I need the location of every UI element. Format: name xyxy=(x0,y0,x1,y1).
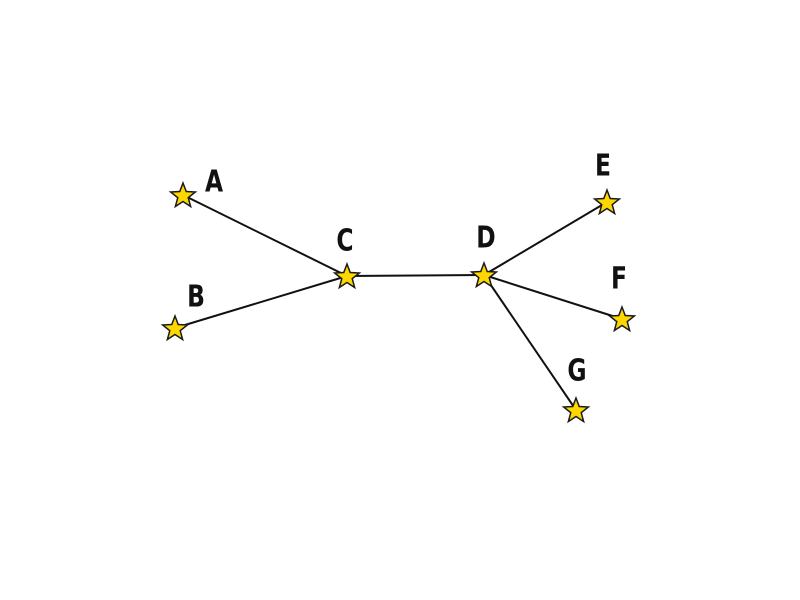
node-d: D xyxy=(469,221,499,289)
node-label-d: D xyxy=(476,221,495,256)
node-label-a: A xyxy=(205,165,223,200)
edge-b-c xyxy=(174,275,348,329)
node-label-e: E xyxy=(595,149,611,184)
node-c: C xyxy=(332,224,362,290)
star-icon xyxy=(592,187,622,216)
node-g: G xyxy=(561,354,591,424)
star-icon xyxy=(332,261,362,290)
node-f: F xyxy=(607,262,637,333)
node-label-c: C xyxy=(336,224,353,259)
node-e: E xyxy=(592,149,622,216)
star-icon xyxy=(168,180,198,209)
edge-a-c xyxy=(182,194,348,277)
edge-c-d xyxy=(346,274,485,277)
nodes-layer: A B C D E F G xyxy=(160,149,637,424)
star-icon xyxy=(160,313,190,342)
edges-layer xyxy=(174,194,623,411)
node-label-b: B xyxy=(187,280,205,315)
edge-d-e xyxy=(483,201,608,276)
node-a: A xyxy=(168,165,223,209)
star-icon xyxy=(607,304,637,333)
node-label-g: G xyxy=(567,354,586,389)
node-b: B xyxy=(160,280,205,342)
star-icon xyxy=(469,260,499,289)
star-icon xyxy=(561,395,591,424)
edge-d-g xyxy=(483,274,577,411)
node-label-f: F xyxy=(611,262,627,297)
edge-d-f xyxy=(483,274,623,320)
